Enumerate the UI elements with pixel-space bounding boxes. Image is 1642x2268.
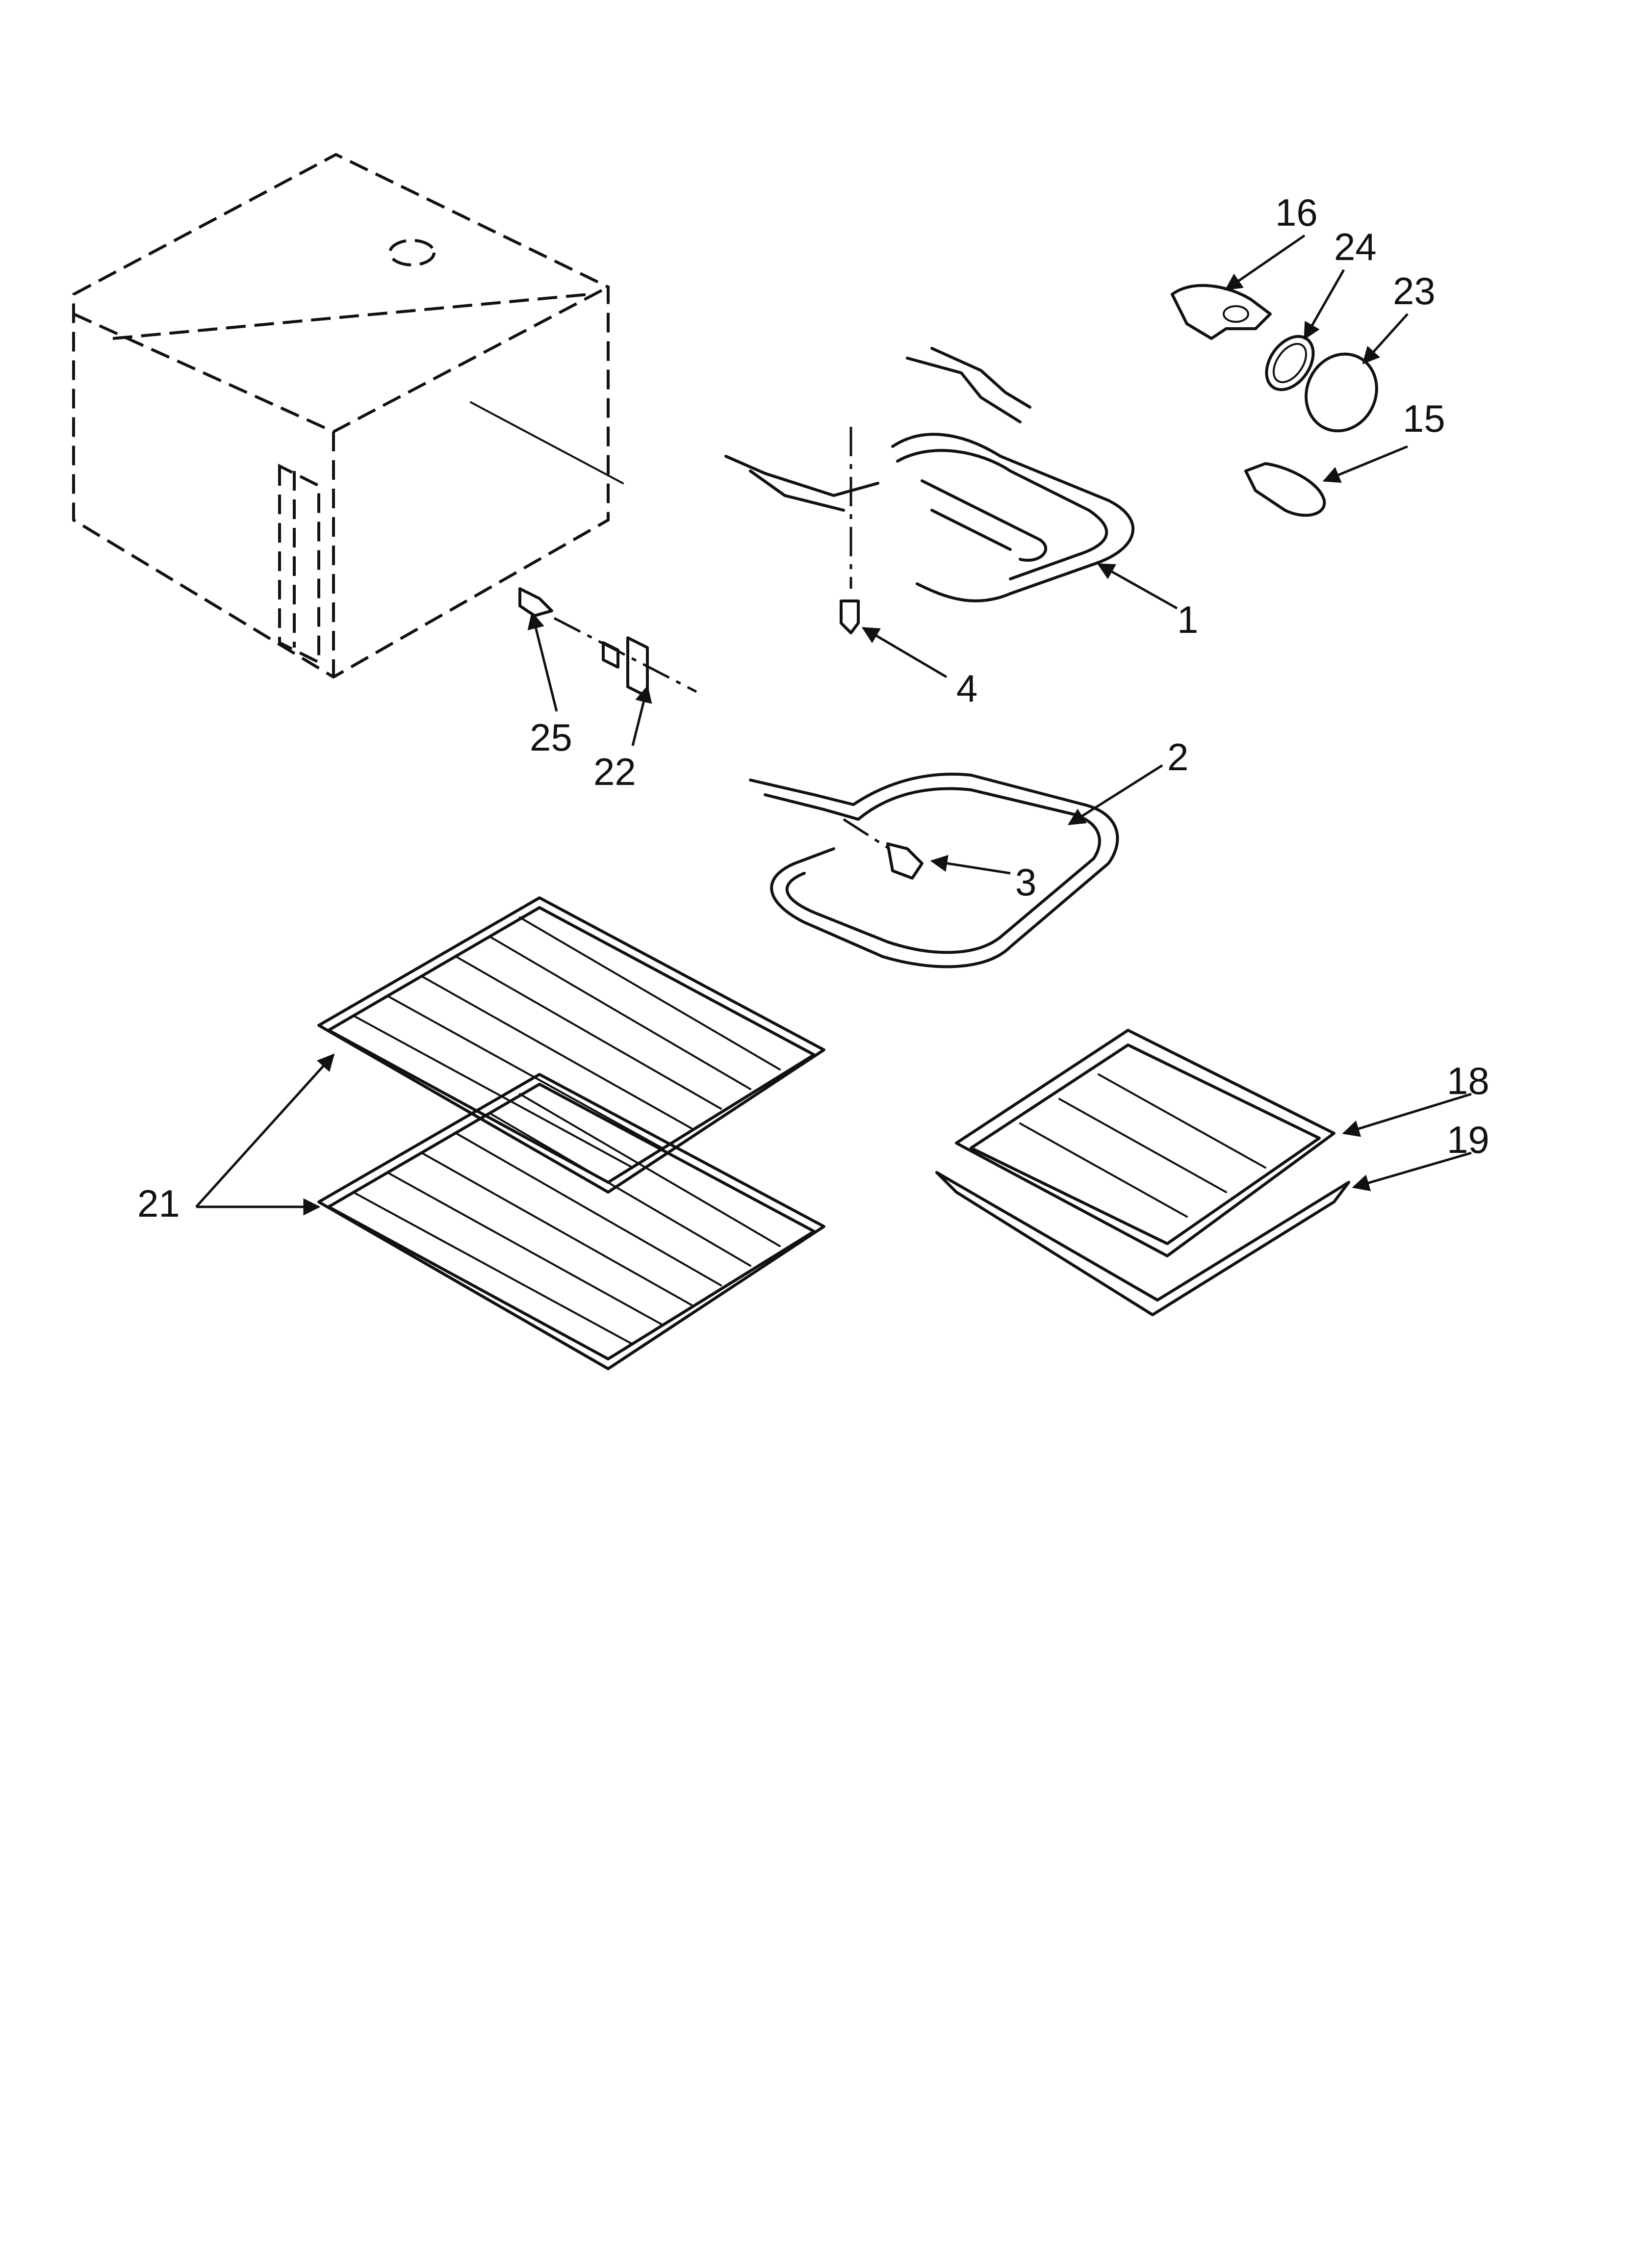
callout-4: 4 (956, 667, 977, 710)
screw-4 (840, 600, 860, 634)
oven-rack-lower (317, 1073, 825, 1370)
callout-1: 1 (1177, 598, 1198, 641)
callout-19: 19 (1447, 1118, 1489, 1161)
callout-25: 25 (530, 716, 572, 759)
callout-24: 24 (1334, 225, 1377, 268)
bracket-22 (553, 617, 697, 698)
callout-23: 23 (1393, 269, 1436, 313)
leader-lines (195, 234, 1472, 1216)
callout-18: 18 (1447, 1059, 1489, 1102)
callout-22: 22 (593, 750, 636, 793)
lamp-housing-16 (1171, 284, 1272, 340)
screw-3 (886, 842, 924, 880)
callout-16: 16 (1275, 191, 1318, 234)
bulb-15 (1244, 462, 1326, 517)
callouts: 1 2 3 4 15 16 18 19 21 22 23 24 25 (137, 191, 1489, 1225)
callout-2: 2 (1167, 735, 1188, 779)
broiler-grid-18 (955, 1029, 1335, 1257)
callout-3: 3 (1015, 860, 1036, 904)
callout-15: 15 (1403, 397, 1445, 440)
oven-cavity-outline (72, 153, 624, 679)
broil-element-2 (749, 773, 1119, 968)
oven-rack-upper (317, 896, 825, 1194)
callout-21: 21 (137, 1182, 180, 1225)
broiler-pan-19 (935, 1171, 1350, 1316)
screw-25 (518, 587, 553, 617)
lamp-cover-23 (1305, 352, 1378, 433)
bake-element-1 (724, 347, 1135, 602)
